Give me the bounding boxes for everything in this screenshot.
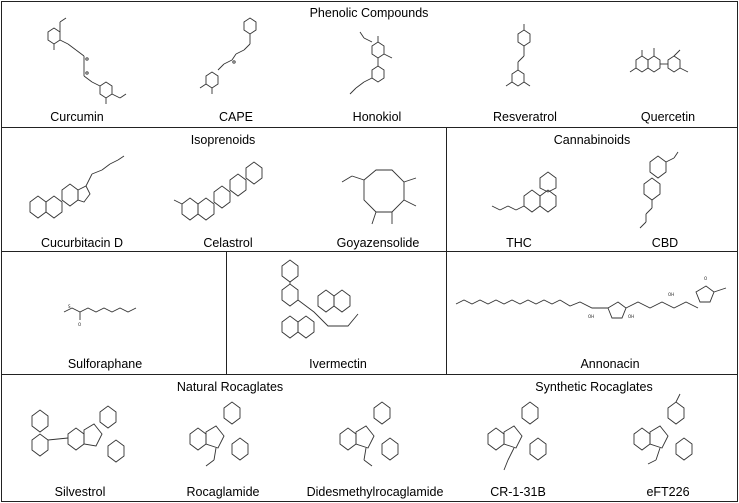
- structure-cbd: [639, 151, 679, 229]
- compound-label-ivermectin: Ivermectin: [309, 357, 367, 371]
- structure-goyazensolide: [341, 169, 417, 225]
- structure-curcumin: [47, 17, 127, 104]
- compound-label-honokiol: Honokiol: [352, 110, 402, 124]
- compound-label-rocaglamide: Rocaglamide: [186, 485, 260, 499]
- compound-label-annonacin: Annonacin: [580, 357, 640, 371]
- panel-ivermectin: [226, 251, 447, 375]
- structure-quercetin: [629, 48, 689, 73]
- panel-isoprenoids: [1, 127, 447, 252]
- structure-resveratrol: [505, 24, 531, 87]
- compound-label-curcumin: Curcumin: [50, 110, 104, 124]
- compound-label-celastrol: Celastrol: [203, 236, 253, 250]
- panel-rocaglates: [1, 374, 738, 502]
- compound-label-resveratrol: Resveratrol: [493, 110, 557, 124]
- section-title-isoprenoids: Isoprenoids: [190, 133, 256, 147]
- structure-didesmethylrocaglamide: [339, 401, 399, 467]
- section-title-natural-rocaglates: Natural Rocaglates: [176, 380, 284, 394]
- compound-label-cucurbitacin-d: Cucurbitacin D: [41, 236, 123, 250]
- structure-silvestrol: [31, 405, 125, 463]
- structure-cucurbitacin-d: [29, 155, 125, 219]
- svg-text:OH: OH: [588, 314, 594, 319]
- compound-label-cr-1-31b: CR-1-31B: [490, 485, 546, 499]
- structure-ivermectin: [281, 259, 359, 339]
- structure-rocaglamide: [189, 401, 249, 467]
- svg-text:OH: OH: [628, 314, 634, 319]
- compound-label-cape: CAPE: [218, 110, 254, 124]
- panel-annonacin: [446, 251, 738, 375]
- structure-honokiol: [349, 31, 393, 95]
- panel-phenolic-compounds: [1, 1, 738, 128]
- compound-label-goyazensolide: Goyazensolide: [336, 236, 420, 250]
- compound-label-sulforaphane: Sulforaphane: [67, 357, 143, 371]
- section-title-synthetic-rocaglates: Synthetic Rocaglates: [535, 380, 653, 394]
- section-title-cannabinoids: Cannabinoids: [553, 133, 631, 147]
- structure-celastrol: [173, 161, 263, 221]
- svg-text:O: O: [78, 322, 81, 327]
- compound-label-thc: THC: [506, 236, 532, 250]
- compound-label-didesmethylrocaglamide: Didesmethylrocaglamide: [306, 485, 444, 499]
- compound-label-quercetin: Quercetin: [640, 110, 696, 124]
- structure-sulforaphane: OS: [63, 304, 137, 327]
- structure-annonacin: OH OH OH O: [455, 276, 727, 319]
- structure-eft226: [633, 393, 693, 465]
- svg-text:OH: OH: [668, 292, 674, 297]
- structure-cr-1-31b: [487, 401, 547, 471]
- panel-sulforaphane: [1, 251, 227, 375]
- compound-label-cbd: CBD: [651, 236, 679, 250]
- svg-text:S: S: [68, 304, 71, 309]
- section-title-phenolic-compounds: Phenolic Compounds: [309, 6, 429, 20]
- structure-cape: [199, 17, 257, 94]
- structure-thc: [491, 171, 557, 213]
- compound-label-silvestrol: Silvestrol: [54, 485, 106, 499]
- svg-text:O: O: [704, 276, 707, 281]
- compound-label-eft226: eFT226: [646, 485, 690, 499]
